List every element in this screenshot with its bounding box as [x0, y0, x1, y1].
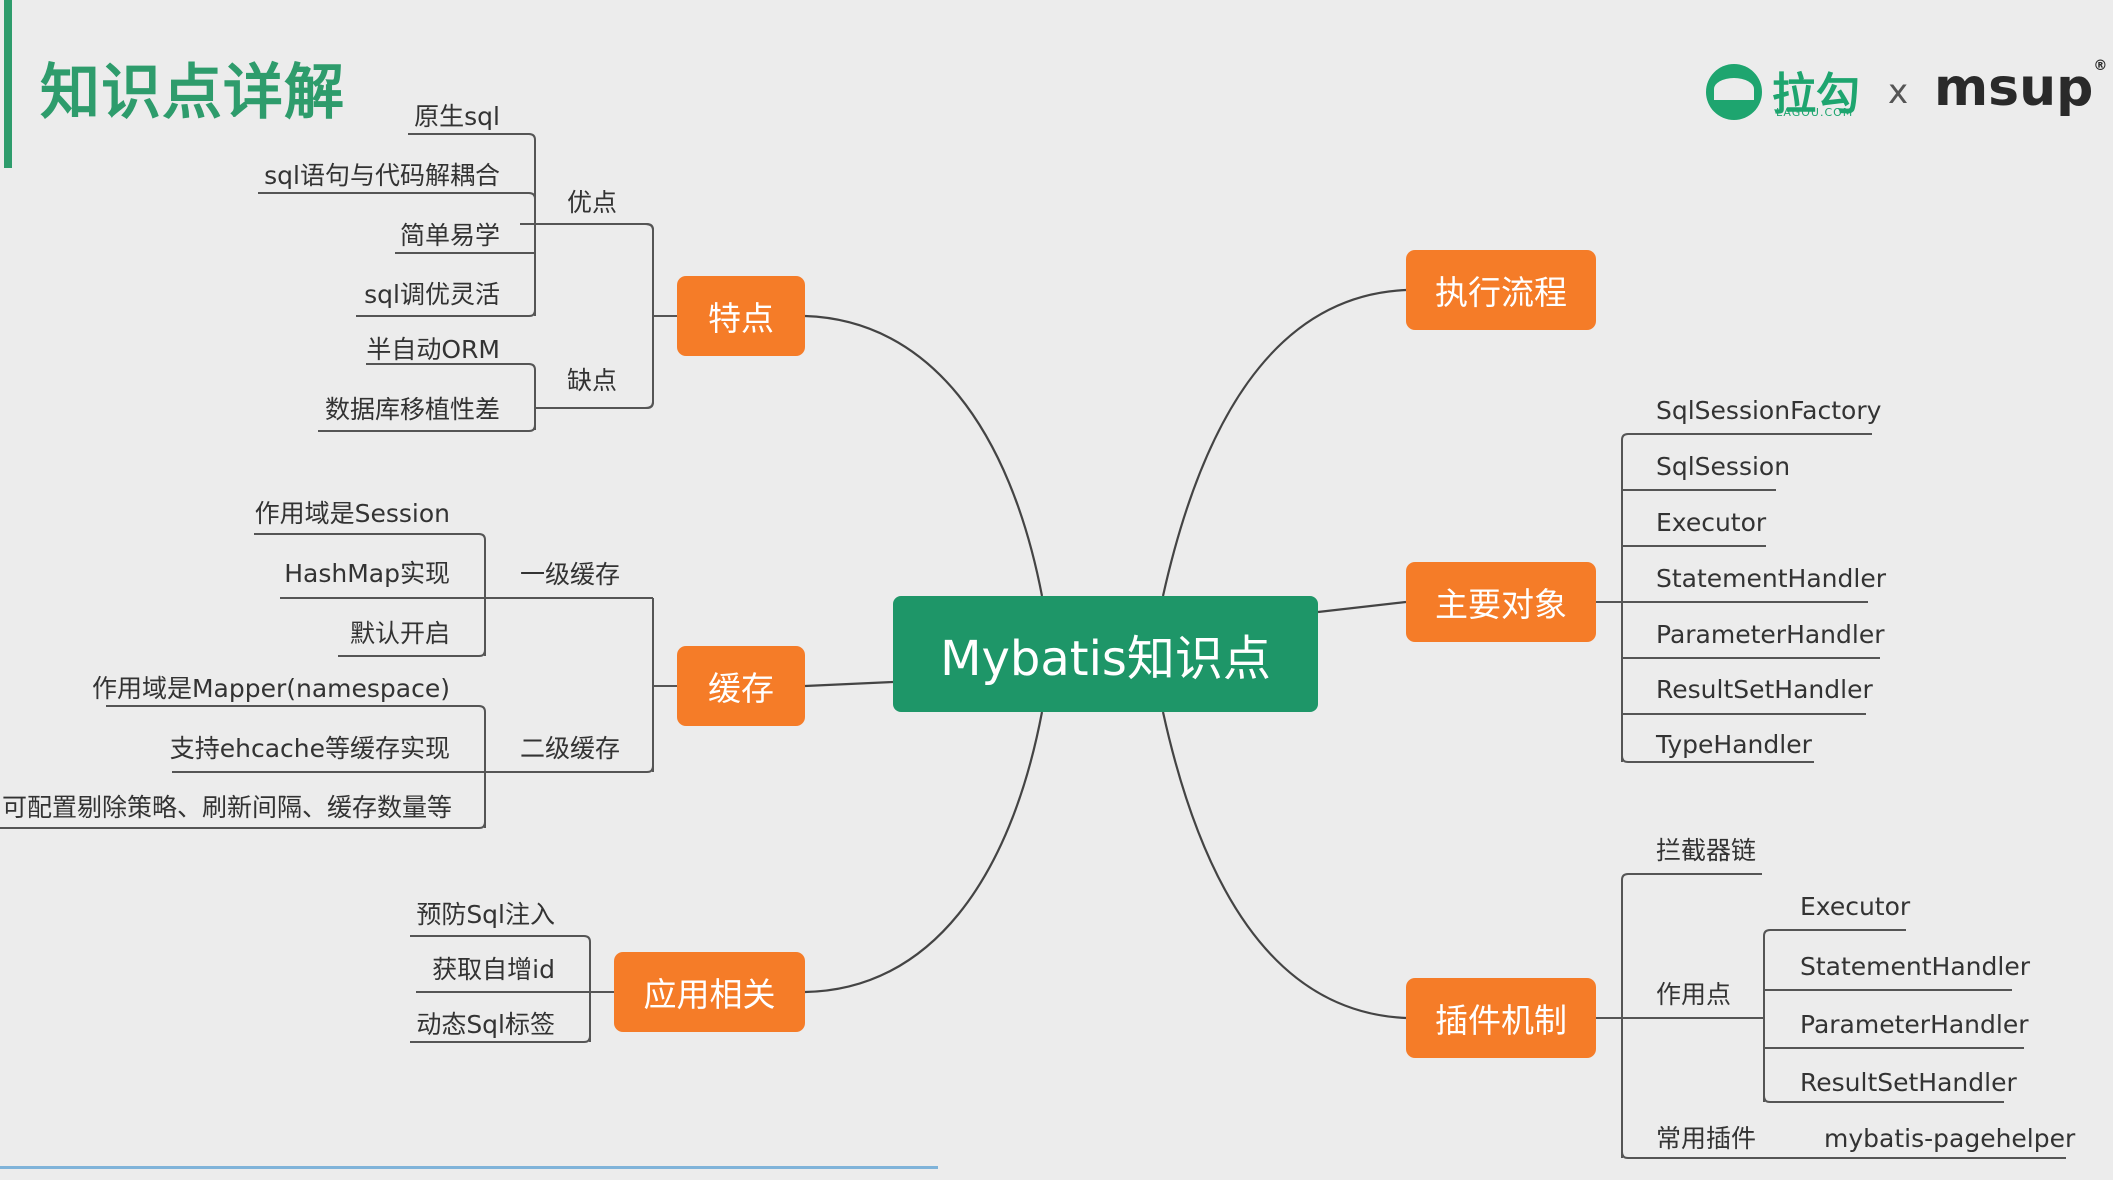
- leaf-node[interactable]: ResultSetHandler: [1656, 675, 1873, 704]
- connector-center-cache: [804, 680, 894, 688]
- leaf-node[interactable]: sql语句与代码解耦合: [264, 161, 500, 190]
- leaf-node[interactable]: 作用域是Mapper(namespace): [91, 674, 450, 703]
- leaf-node[interactable]: 预防Sql注入: [416, 900, 555, 929]
- title-accent-bar: [4, 0, 12, 168]
- leaf-node[interactable]: ParameterHandler: [1656, 620, 1885, 649]
- group-label-intercept-points[interactable]: 作用点: [1656, 980, 1732, 1009]
- topic-features[interactable]: 特点: [677, 276, 805, 356]
- leaf-node[interactable]: Executor: [1800, 892, 1911, 921]
- leaf-node[interactable]: 数据库移植性差: [324, 395, 500, 424]
- leaf-node[interactable]: 默认开启: [349, 619, 450, 648]
- group-label-pros[interactable]: 优点: [567, 188, 618, 217]
- leaf-node[interactable]: sql调优灵活: [364, 280, 500, 309]
- progress-line: [0, 1166, 938, 1169]
- page-title: 知识点详解: [40, 58, 345, 128]
- topic-plugins[interactable]: 插件机制: [1406, 978, 1596, 1058]
- lagou-logo-icon: [1706, 64, 1762, 120]
- connector-center-flow: [1161, 288, 1407, 597]
- lagou-logo-subtext: LAGOU.COM: [1776, 106, 1854, 119]
- leaf-node[interactable]: 作用域是Session: [254, 499, 450, 528]
- connector-center-features: [804, 314, 1044, 597]
- group-label-common-plugins[interactable]: 常用插件: [1656, 1124, 1757, 1153]
- leaf-node[interactable]: mybatis-pagehelper: [1824, 1124, 2076, 1153]
- lagou-logo: 拉勾 LAGOU.COM: [1706, 60, 1966, 130]
- leaf-node[interactable]: 支持ehcache等缓存实现: [169, 734, 450, 763]
- group-label-l2-cache[interactable]: 二级缓存: [520, 734, 621, 763]
- logo-separator: x: [1888, 72, 1909, 112]
- leaf-node[interactable]: ParameterHandler: [1800, 1010, 2029, 1039]
- topic-application[interactable]: 应用相关: [614, 952, 805, 1032]
- lagou-logo-text: 拉勾: [1772, 69, 1860, 120]
- leaf-node[interactable]: SqlSession: [1656, 452, 1791, 481]
- leaf-node[interactable]: TypeHandler: [1656, 730, 1812, 759]
- interceptor-chain-label[interactable]: 拦截器链: [1656, 836, 1757, 865]
- leaf-node[interactable]: 可配置剔除策略、刷新间隔、缓存数量等: [1, 793, 452, 822]
- topic-flow[interactable]: 执行流程: [1406, 250, 1596, 330]
- leaf-node[interactable]: StatementHandler: [1800, 952, 2030, 981]
- group-label-l1-cache[interactable]: 一级缓存: [520, 560, 621, 589]
- leaf-node[interactable]: 原生sql: [414, 102, 500, 131]
- leaf-node[interactable]: HashMap实现: [284, 559, 450, 588]
- leaf-node[interactable]: StatementHandler: [1656, 564, 1886, 593]
- connector-center-objects: [1317, 600, 1407, 614]
- msup-registered-mark: ®: [2093, 58, 2108, 74]
- leaf-node[interactable]: 动态Sql标签: [416, 1010, 555, 1039]
- center-topic[interactable]: Mybatis知识点: [893, 596, 1318, 712]
- msup-logo: msup®: [1934, 58, 2107, 118]
- leaf-node[interactable]: Executor: [1656, 508, 1767, 537]
- leaf-node[interactable]: 半自动ORM: [366, 335, 500, 364]
- topic-objects[interactable]: 主要对象: [1406, 562, 1596, 642]
- leaf-node[interactable]: ResultSetHandler: [1800, 1068, 2017, 1097]
- connector-center-plugins: [1161, 711, 1407, 1020]
- leaf-node[interactable]: 简单易学: [399, 221, 500, 250]
- msup-logo-text: msup: [1934, 58, 2094, 118]
- leaf-node[interactable]: 获取自增id: [432, 955, 555, 984]
- group-label-cons[interactable]: 缺点: [567, 366, 618, 395]
- connector-center-application: [804, 711, 1044, 994]
- topic-cache[interactable]: 缓存: [677, 646, 805, 726]
- leaf-node[interactable]: SqlSessionFactory: [1656, 396, 1882, 425]
